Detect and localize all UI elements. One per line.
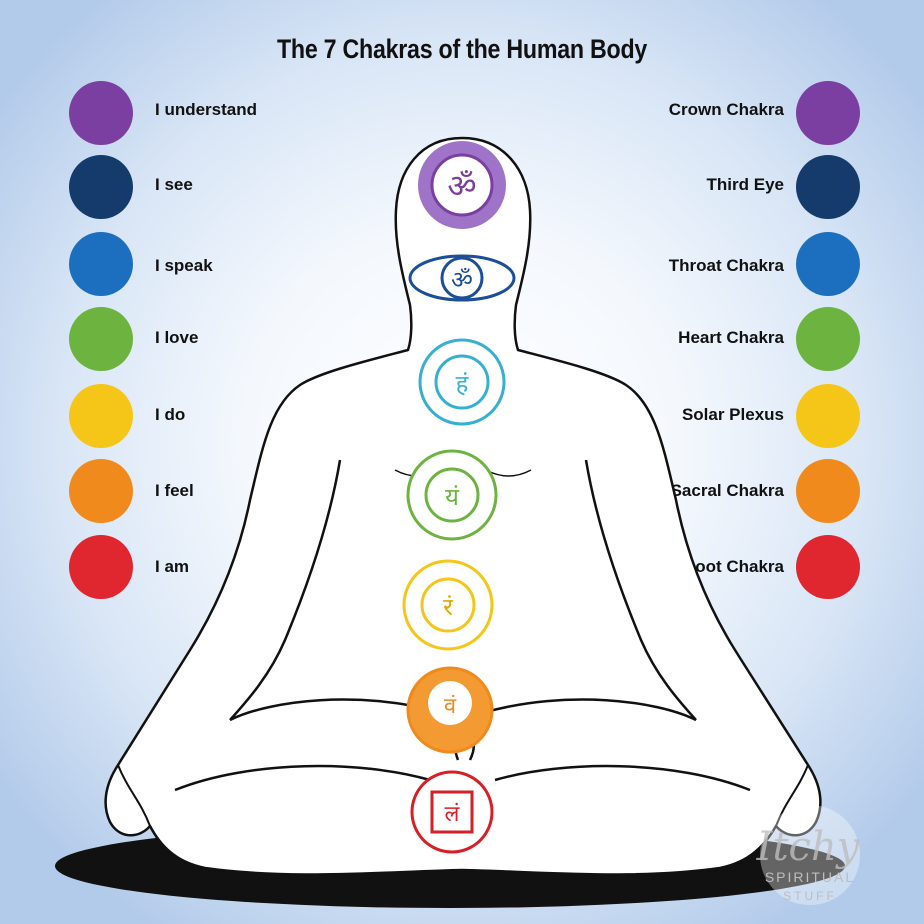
sacral-color-dot-right xyxy=(796,459,860,523)
third-eye-symbol: ॐ xyxy=(451,266,473,294)
right-shin-line xyxy=(494,764,751,792)
name-sacral: Sacral Chakra xyxy=(670,481,784,500)
solar-plexus-color-dot xyxy=(69,384,133,448)
root-symbol: लं xyxy=(445,802,461,827)
affirmation-root: I am xyxy=(155,557,190,576)
heart-color-dot xyxy=(69,307,133,371)
affirmation-crown: I understand xyxy=(155,100,258,119)
third-eye-color-dot-right xyxy=(796,155,860,219)
crown-chakra-emblem: ॐ xyxy=(418,141,506,229)
heart-color-dot-right xyxy=(796,307,860,371)
sacral-symbol: वं xyxy=(444,694,457,719)
solar-plexus-symbol: रं xyxy=(443,593,454,621)
watermark-line1: Itchy xyxy=(756,824,861,870)
solar-plexus-chakra-emblem: रं xyxy=(402,559,494,651)
affirmation-solar-plexus: I do xyxy=(155,405,186,424)
affirmation-third-eye: I see xyxy=(155,175,193,194)
watermark-line2: SPIRITUAL xyxy=(765,869,855,885)
throat-color-dot xyxy=(69,232,133,296)
sacral-chakra-emblem: वं xyxy=(406,666,494,754)
crown-color-dot xyxy=(69,81,133,145)
left-arm-line xyxy=(229,459,342,721)
affirmation-throat: I speak xyxy=(155,256,213,275)
crown-symbol: ॐ xyxy=(447,167,476,205)
root-chakra-emblem: लं xyxy=(410,770,494,854)
name-third-eye: Third Eye xyxy=(706,175,784,194)
heart-chakra-emblem: यं xyxy=(406,449,498,541)
right-hand xyxy=(775,764,809,827)
left-hand xyxy=(117,764,151,827)
watermark-line3: STUFF xyxy=(783,889,837,903)
root-color-dot xyxy=(69,535,133,599)
affirmation-sacral: I feel xyxy=(155,481,194,500)
solar-plexus-color-dot-right xyxy=(796,384,860,448)
third-eye-color-dot xyxy=(69,155,133,219)
sacral-color-dot xyxy=(69,459,133,523)
heart-symbol: यं xyxy=(445,483,460,511)
diagram-title: The 7 Chakras of the Human Body xyxy=(276,34,648,64)
watermark-logo: Itchy SPIRITUAL STUFF xyxy=(756,805,861,905)
name-throat: Throat Chakra xyxy=(668,256,784,275)
left-shin-line xyxy=(174,764,431,792)
name-solar-plexus: Solar Plexus xyxy=(681,405,784,424)
name-crown: Crown Chakra xyxy=(668,100,784,119)
throat-chakra-emblem: हं xyxy=(418,338,506,426)
throat-symbol: हं xyxy=(456,370,470,398)
root-color-dot-right xyxy=(796,535,860,599)
affirmation-heart: I love xyxy=(155,328,199,347)
name-heart: Heart Chakra xyxy=(678,328,784,347)
throat-color-dot-right xyxy=(796,232,860,296)
name-root: Root Chakra xyxy=(682,557,784,576)
crown-color-dot-right xyxy=(796,81,860,145)
third-eye-chakra-emblem: ॐ xyxy=(408,254,516,302)
right-arm-line xyxy=(584,459,697,721)
